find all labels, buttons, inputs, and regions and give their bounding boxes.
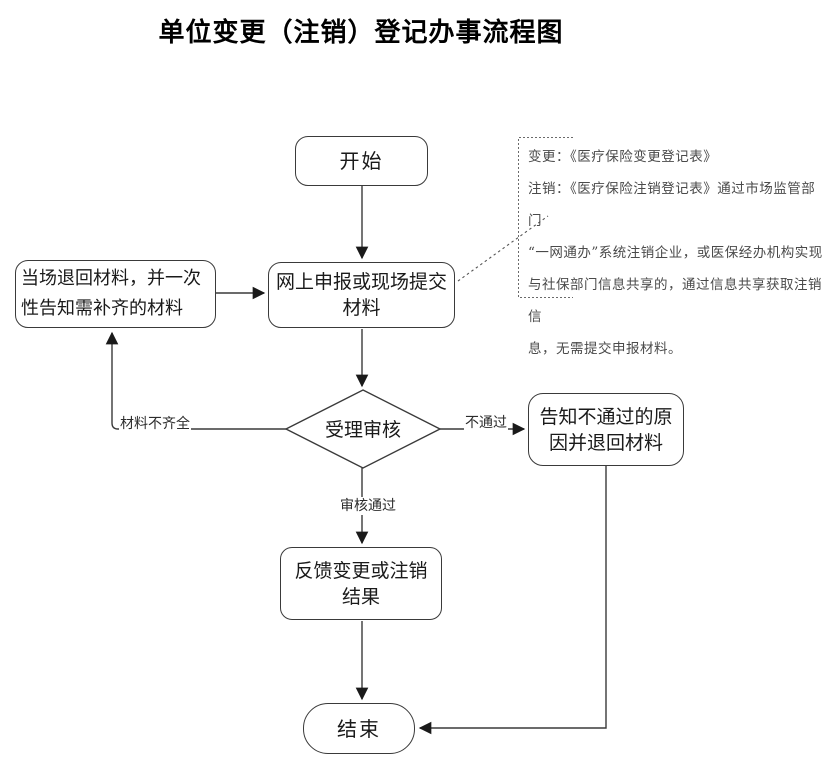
note-dashed-border [518,137,573,298]
node-return-materials: 当场退回材料，并一次性告知需补齐的材料 [15,260,216,328]
note-connector-dotted-line [457,215,549,282]
edge-review-to-return [105,331,286,430]
edge-label-approved: 审核通过 [339,497,397,515]
node-end: 结束 [303,703,415,754]
review-diamond-shape [284,389,442,469]
edge-label-not-approved: 不通过 [464,414,508,432]
node-start: 开始 [295,136,428,186]
edge-label-materials-incomplete: 材料不齐全 [119,415,191,433]
node-feedback-label: 反馈变更或注销结果 [294,559,428,608]
annotation-note: 变更：《医疗保险变更登记表》 注销：《医疗保险注销登记表》通过市场监管部门 “一… [528,149,822,357]
node-notify-rejection: 告知不通过的原因并退回材料 [528,393,684,466]
edge-notify-to-end [418,466,607,735]
node-submit-label: 网上申报或现场提交材料 [275,271,447,319]
node-submit-materials: 网上申报或现场提交材料 [268,262,455,328]
node-review-label: 受理审核 [324,419,401,441]
node-end-label: 结束 [337,716,381,741]
page-title: 单位变更（注销）登记办事流程图 [158,18,564,48]
node-notify-label: 告知不通过的原因并退回材料 [539,405,673,454]
node-return-label: 当场退回材料，并一次性告知需补齐的材料 [21,268,201,319]
node-review-decision: 受理审核 [286,415,440,442]
node-feedback-result: 反馈变更或注销结果 [280,547,442,620]
node-start-label: 开始 [339,149,384,173]
